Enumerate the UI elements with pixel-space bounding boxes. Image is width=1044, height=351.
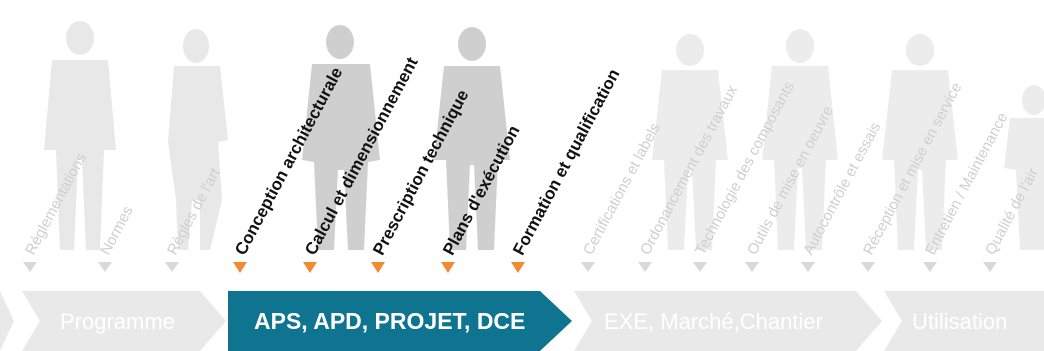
marker-triangle-icon bbox=[233, 262, 247, 273]
marker-triangle-icon bbox=[303, 262, 317, 273]
phase-arrow-programme bbox=[22, 291, 226, 351]
marker-triangle-icon bbox=[441, 262, 455, 273]
arrow-left-edge bbox=[0, 291, 14, 351]
marker-triangle-icon bbox=[581, 262, 595, 272]
person-silhouette-icon bbox=[44, 21, 116, 250]
phase-label-utilisation: Utilisation bbox=[912, 309, 1008, 334]
phase-arrow-utilisation bbox=[884, 291, 1044, 351]
person-silhouette-icon bbox=[1004, 85, 1044, 250]
marker-triangle-icon bbox=[23, 262, 37, 272]
person-silhouette-icon bbox=[302, 25, 380, 250]
marker-triangle-icon bbox=[638, 262, 652, 272]
marker-triangle-icon bbox=[693, 262, 707, 272]
phase-label-conception: APS, APD, PROJET, DCE bbox=[254, 308, 526, 334]
engineer-silhouette-icon bbox=[882, 34, 958, 250]
person-silhouette-icon bbox=[434, 27, 510, 250]
marker-triangle-icon bbox=[371, 262, 385, 273]
marker-triangle-icon bbox=[745, 262, 759, 272]
person-silhouette-icon bbox=[762, 29, 838, 250]
marker-triangle-icon bbox=[861, 262, 875, 272]
phase-label-programme: Programme bbox=[60, 309, 175, 334]
phase-arrow-conception bbox=[228, 291, 572, 351]
marker-triangle-icon bbox=[983, 262, 997, 272]
marker-triangle-icon bbox=[923, 262, 937, 272]
marker-triangle-icon bbox=[801, 262, 815, 272]
marker-triangle-icon bbox=[98, 262, 112, 272]
marker-triangle-icon bbox=[165, 262, 179, 272]
phase-arrow-execution bbox=[574, 291, 882, 351]
phase-label-execution: EXE, Marché,Chantier bbox=[604, 309, 823, 334]
marker-triangle-icon bbox=[511, 262, 525, 273]
engineer-silhouette-icon bbox=[652, 34, 728, 250]
person-silhouette-icon bbox=[168, 29, 228, 250]
